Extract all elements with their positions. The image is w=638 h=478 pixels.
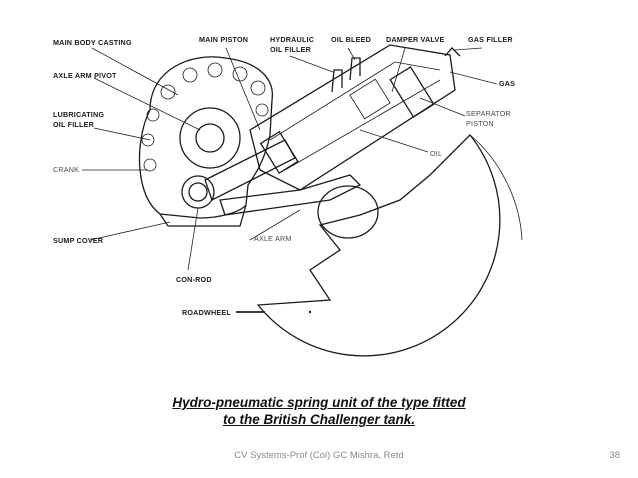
roadwheel-drawing (256, 134, 523, 357)
label-con-rod: CON-ROD (176, 275, 212, 284)
label-hydraulic: HYDRAULIC (270, 35, 314, 44)
label-crank: CRANK (53, 165, 79, 174)
label-roadwheel: ROADWHEEL (182, 308, 231, 317)
label-main-body-casting: MAIN BODY CASTING (53, 38, 132, 47)
axle-arm-drawing (219, 174, 362, 216)
main-body-casting-drawing (138, 56, 273, 227)
caption-line-2: to the British Challenger tank. (222, 412, 416, 427)
label-oil: OIL (430, 149, 442, 158)
label-main-piston: MAIN PISTON (199, 35, 248, 44)
label-piston: PISTON (466, 119, 494, 128)
label-oil-filler-side: OIL FILLER (53, 120, 95, 129)
label-oil-bleed: OIL BLEED (331, 35, 371, 44)
caption-line-1: Hydro-pneumatic spring unit of the type … (172, 395, 466, 410)
footer-credit: CV Systems-Prof (Col) GC Mishra, Retd (234, 450, 404, 461)
label-damper-valve: DAMPER VALVE (386, 35, 444, 44)
label-oil-filler-top: OIL FILLER (270, 45, 312, 54)
label-separator: SEPARATOR (466, 109, 511, 118)
roadwheel-hub-drawing (317, 185, 379, 239)
cylinder-drawing (249, 44, 461, 191)
hydropneumatic-unit-diagram: MAIN BODY CASTING MAIN PISTON HYDRAULIC … (53, 35, 523, 357)
leader-lines (82, 47, 498, 314)
label-axle-arm-pivot: AXLE ARM PIVOT (53, 71, 117, 80)
slide-number: 38 (609, 450, 620, 461)
label-lubricating: LUBRICATING (53, 110, 104, 119)
label-gas: GAS (499, 79, 515, 88)
label-gas-filler: GAS FILLER (468, 35, 513, 44)
label-axle-arm: AXLE ARM (254, 234, 292, 243)
label-sump-cover: SUMP COVER (53, 236, 104, 245)
